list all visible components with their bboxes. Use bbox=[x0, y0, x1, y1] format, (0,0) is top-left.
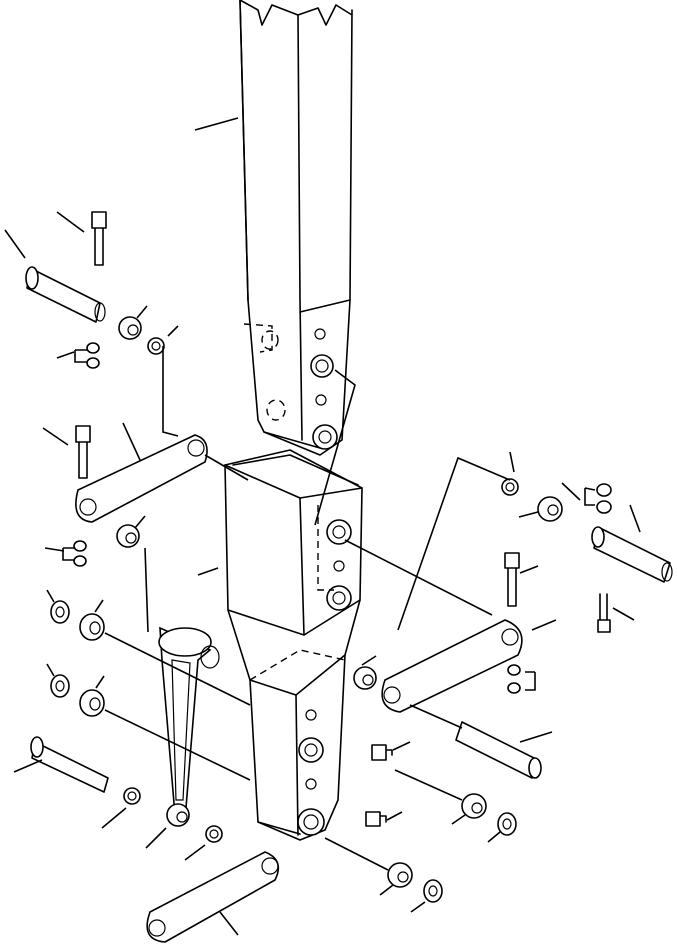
arm-bolt-hole bbox=[314, 328, 326, 340]
left-upper-pin-group bbox=[25, 211, 165, 369]
right-link-plate bbox=[353, 619, 523, 713]
arm-bushing-lower bbox=[312, 424, 338, 450]
assembly-lines bbox=[62, 346, 596, 871]
right-upper-pin-group bbox=[501, 478, 673, 633]
lower-boom-section bbox=[224, 449, 363, 841]
nut-left-mid-a bbox=[73, 540, 87, 552]
boom-bushing-middle bbox=[326, 585, 352, 611]
arm-bushing-upper bbox=[310, 354, 334, 378]
grease-fitting-1 bbox=[371, 744, 393, 761]
nut-upper-left-b bbox=[86, 357, 100, 369]
bolt-left-link bbox=[75, 425, 91, 479]
right-lower-pin-group bbox=[365, 721, 542, 903]
grease-fitting-2 bbox=[365, 811, 387, 827]
nut-upper-left-a bbox=[86, 342, 100, 354]
nut-left-mid-b bbox=[73, 555, 87, 567]
left-link-plate bbox=[73, 425, 208, 567]
left-lower-pin-group bbox=[30, 736, 223, 843]
bolt-right-upper bbox=[504, 552, 520, 607]
bushing-upper-left bbox=[118, 316, 142, 340]
left-lower-bushings bbox=[50, 600, 105, 717]
boom-bushing-lower1 bbox=[298, 737, 324, 763]
upper-arm-section bbox=[239, 0, 353, 456]
center-lever bbox=[158, 626, 220, 827]
callout-leaders bbox=[4, 117, 641, 936]
boom-bushing-lower2 bbox=[297, 808, 325, 836]
bushing-left-mid bbox=[116, 524, 140, 548]
bottom-link-plate bbox=[146, 851, 280, 943]
bolt-upper-left bbox=[91, 211, 107, 266]
washer-upper-left bbox=[147, 337, 165, 355]
boom-bushing-upper bbox=[326, 519, 352, 545]
